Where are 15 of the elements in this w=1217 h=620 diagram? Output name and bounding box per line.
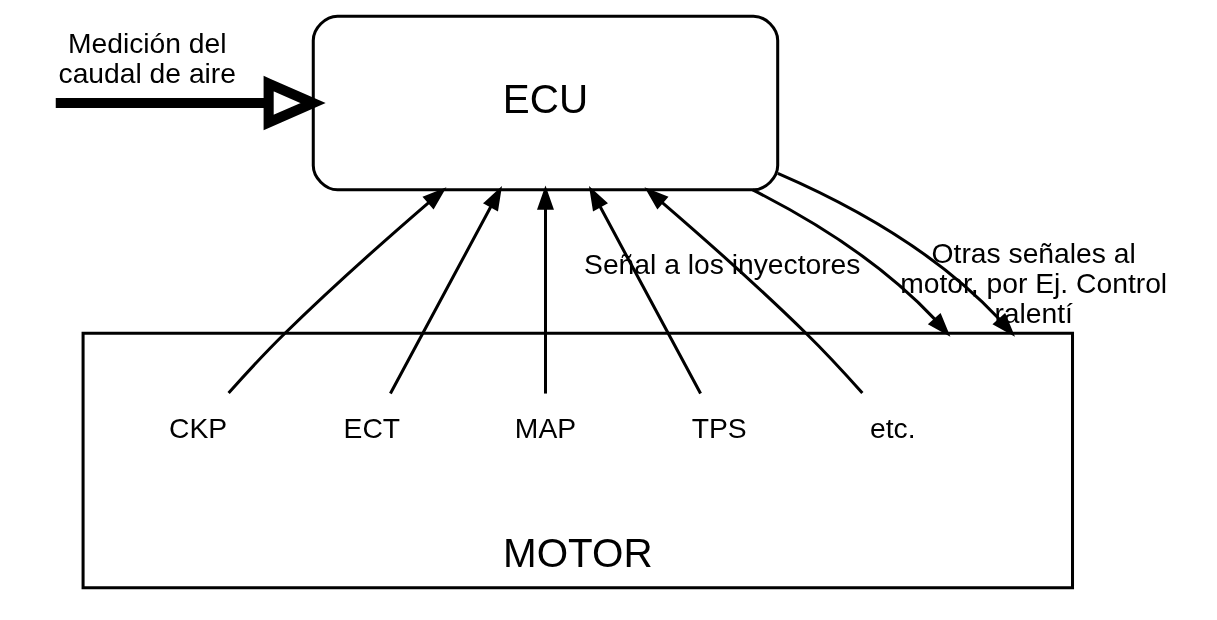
node-text: TPS [691,411,747,444]
arrow [536,185,554,394]
node-text: MAP [514,411,576,444]
arrow [751,188,950,337]
arrow [776,171,1015,337]
arrow [588,186,702,395]
arrow [55,75,326,131]
node-text: etc. [869,411,916,444]
node-text: CKP [168,411,227,444]
edge-label: Medición del caudal de aire [58,26,236,89]
arrow [227,187,446,394]
node-text: ECT [343,411,400,444]
node-box: ECU [311,14,779,192]
arrow [388,186,502,395]
arrow [644,187,863,395]
